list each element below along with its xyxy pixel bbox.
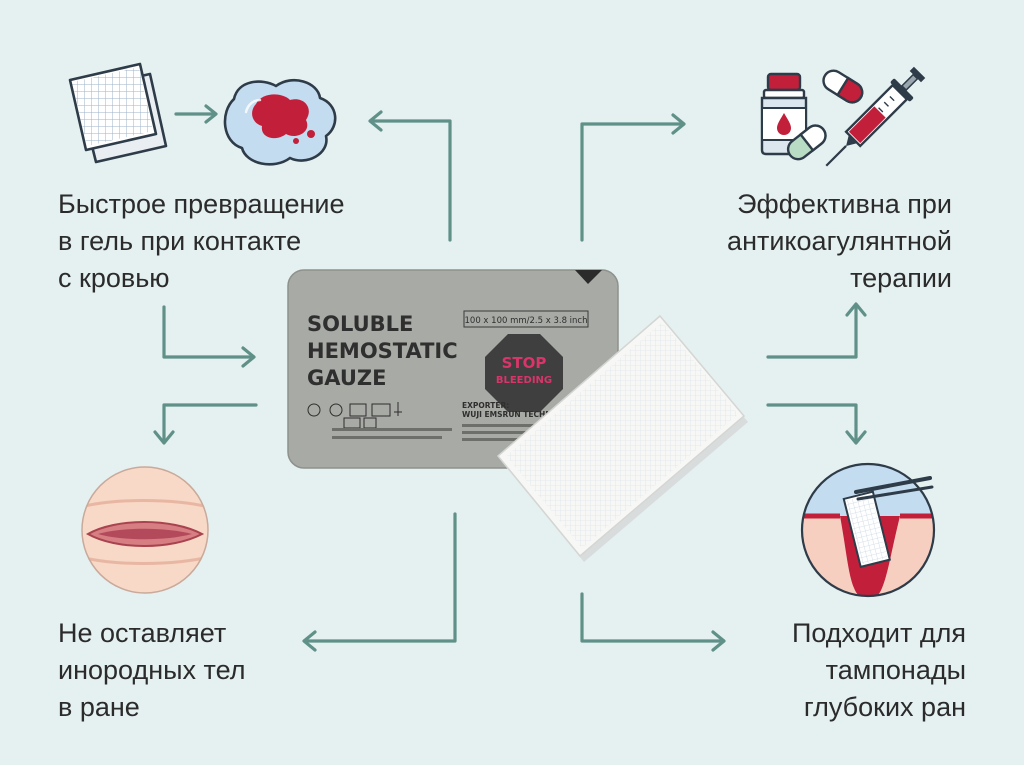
feature-caption-gel: Быстрое превращение в гель при контакте … <box>58 186 345 297</box>
caption-line: Быстрое превращение <box>58 189 345 219</box>
closed-wound-icon <box>81 466 209 594</box>
caption-line: терапии <box>850 263 952 293</box>
arrow-to-top-right-caption <box>766 304 858 359</box>
connector-arrows <box>153 104 867 652</box>
caption-line: в гель при контакте <box>58 226 302 256</box>
pill-icon <box>822 69 864 104</box>
capsule-icon <box>786 124 827 161</box>
badge-line-2: BLEEDING <box>496 375 552 386</box>
caption-line: Подходит для <box>791 618 966 648</box>
caption-line: Эффективна при <box>737 189 952 219</box>
arrow-caption-to-package <box>162 305 254 359</box>
package-size-label: 100 x 100 mm/2.5 x 3.8 inch <box>465 316 588 326</box>
feature-caption-no-residue: Не оставляет инородных тел в ране <box>58 615 245 726</box>
gauze-pad-icon <box>68 62 168 164</box>
feature-caption-anticoagulant: Эффективна при антикоагулянтной терапии <box>727 186 952 297</box>
caption-line: Не оставляет <box>58 618 227 648</box>
caption-line: в ране <box>58 692 140 722</box>
blood-gel-icon <box>223 79 337 166</box>
caption-line: тампонады <box>825 655 966 685</box>
exporter-label: EXPORTER: <box>462 401 509 410</box>
arrow-to-top-left-icons <box>370 119 452 242</box>
package-fine-print <box>332 424 550 441</box>
badge-line-1: STOP <box>502 354 547 372</box>
certification-marks <box>307 402 402 429</box>
deep-wound-packing-icon <box>800 462 936 598</box>
caption-line: инородных тел <box>58 655 246 685</box>
gauze-sheet <box>496 314 748 562</box>
package-title-line-3: GAUZE <box>307 366 386 390</box>
arrow-to-bottom-right-icon <box>766 403 858 443</box>
exporter-name: WUJI EMSRUN TECHNOLOGY <box>462 410 581 419</box>
gauze-package: SOLUBLE HEMOSTATIC GAUZE 100 x 100 mm/2.… <box>287 269 619 469</box>
caption-line: с кровью <box>58 263 170 293</box>
package-title-line-2: HEMOSTATIC <box>307 339 458 363</box>
package-size-box <box>463 310 589 328</box>
caption-line: антикоагулянтной <box>727 226 952 256</box>
feature-caption-deep-wounds: Подходит для тампонады глубоких ран <box>792 615 966 726</box>
arrow-to-top-right-icons <box>580 122 684 242</box>
arrow-to-bottom-right-caption <box>580 592 724 643</box>
caption-line: глубоких ран <box>803 692 966 722</box>
syringe-icon <box>825 66 926 167</box>
arrow-to-bottom-left-icon <box>162 403 258 443</box>
stop-bleeding-badge: STOP BLEEDING <box>485 334 563 412</box>
package-title-line-1: SOLUBLE <box>307 312 413 336</box>
arrow-to-bottom-left-caption <box>304 512 457 643</box>
